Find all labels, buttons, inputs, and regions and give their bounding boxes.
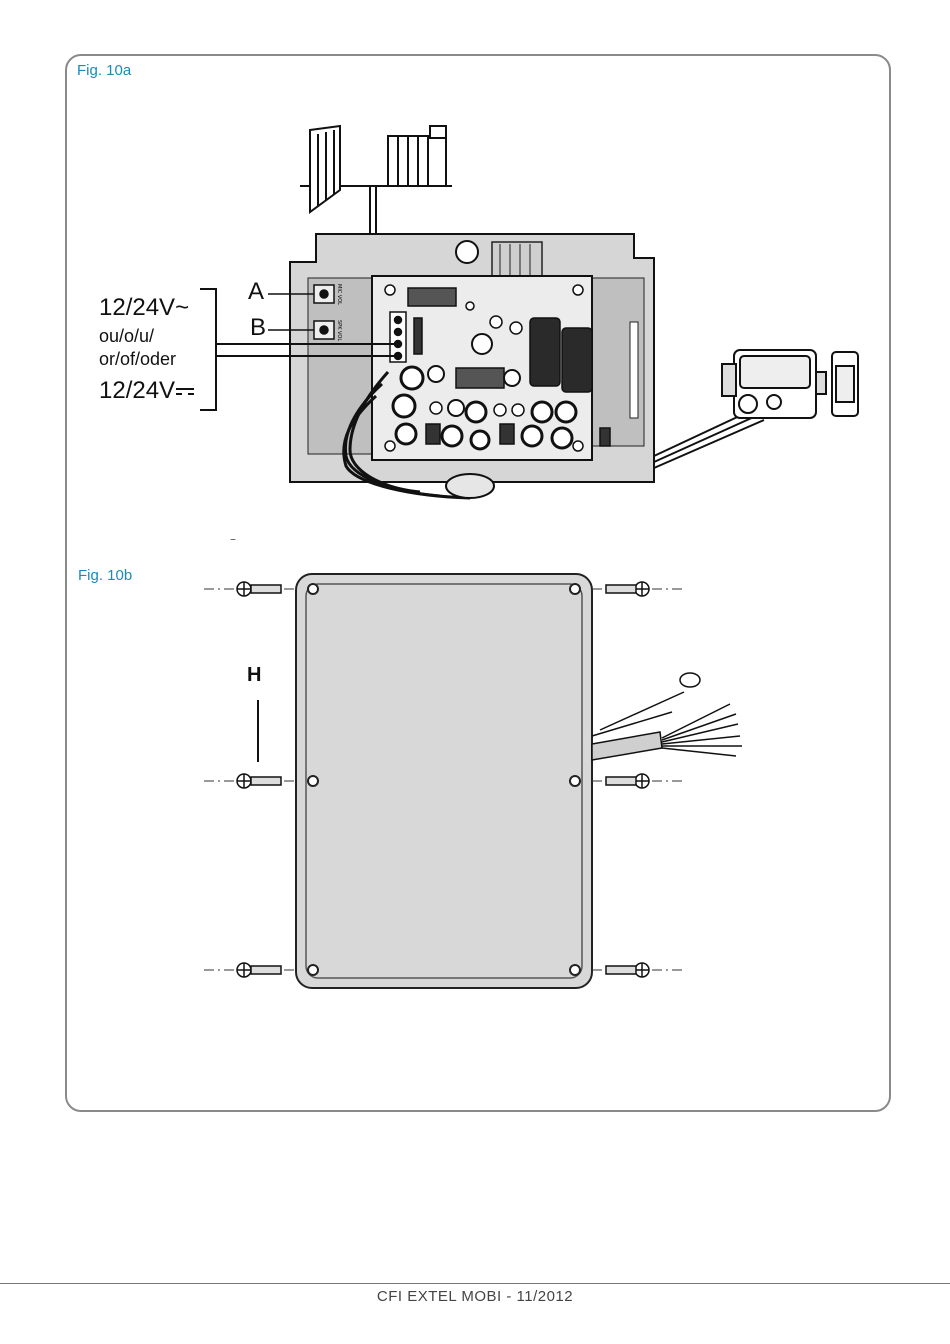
spk-vol-board-label: SPK VOL <box>336 320 342 341</box>
footer-rule <box>0 1283 950 1284</box>
fig-10a-label: Fig. 10a <box>77 62 132 79</box>
screw-icon <box>605 581 650 597</box>
or-label-1: ou/o/u/ <box>99 326 155 346</box>
callout-b: B <box>250 314 267 341</box>
callout-a: A <box>248 278 265 305</box>
fig-10b-label: Fig. 10b <box>78 567 133 584</box>
screw-icons <box>236 581 650 978</box>
screw-icon <box>605 962 650 978</box>
footer-text: CFI EXTEL MOBI - 11/2012 <box>376 1288 574 1305</box>
ac-voltage-label: 12/24V~ <box>99 294 190 321</box>
screw-icon <box>605 773 650 789</box>
dc-symbol-icon <box>176 384 195 396</box>
mic-vol-board-label: MIC VOL <box>336 284 342 305</box>
power-wires <box>200 288 398 411</box>
electric-lock-icon <box>653 349 859 469</box>
screw-icon <box>236 581 282 597</box>
figure-frame <box>65 54 891 1112</box>
screw-icon <box>236 773 282 789</box>
height-label: H <box>247 664 262 686</box>
circuit-board <box>371 275 611 461</box>
internal-cables <box>342 370 495 500</box>
or-label-2: or/of/oder <box>99 349 177 369</box>
dc-voltage-text: 12/24V <box>99 377 176 404</box>
dc-voltage-label: 12/24V <box>99 377 195 405</box>
stray-dash: – <box>230 532 236 546</box>
trim-buttons <box>268 284 335 340</box>
cable-bundle <box>591 672 742 761</box>
screw-icon <box>236 962 282 978</box>
enclosure-back <box>295 573 593 989</box>
